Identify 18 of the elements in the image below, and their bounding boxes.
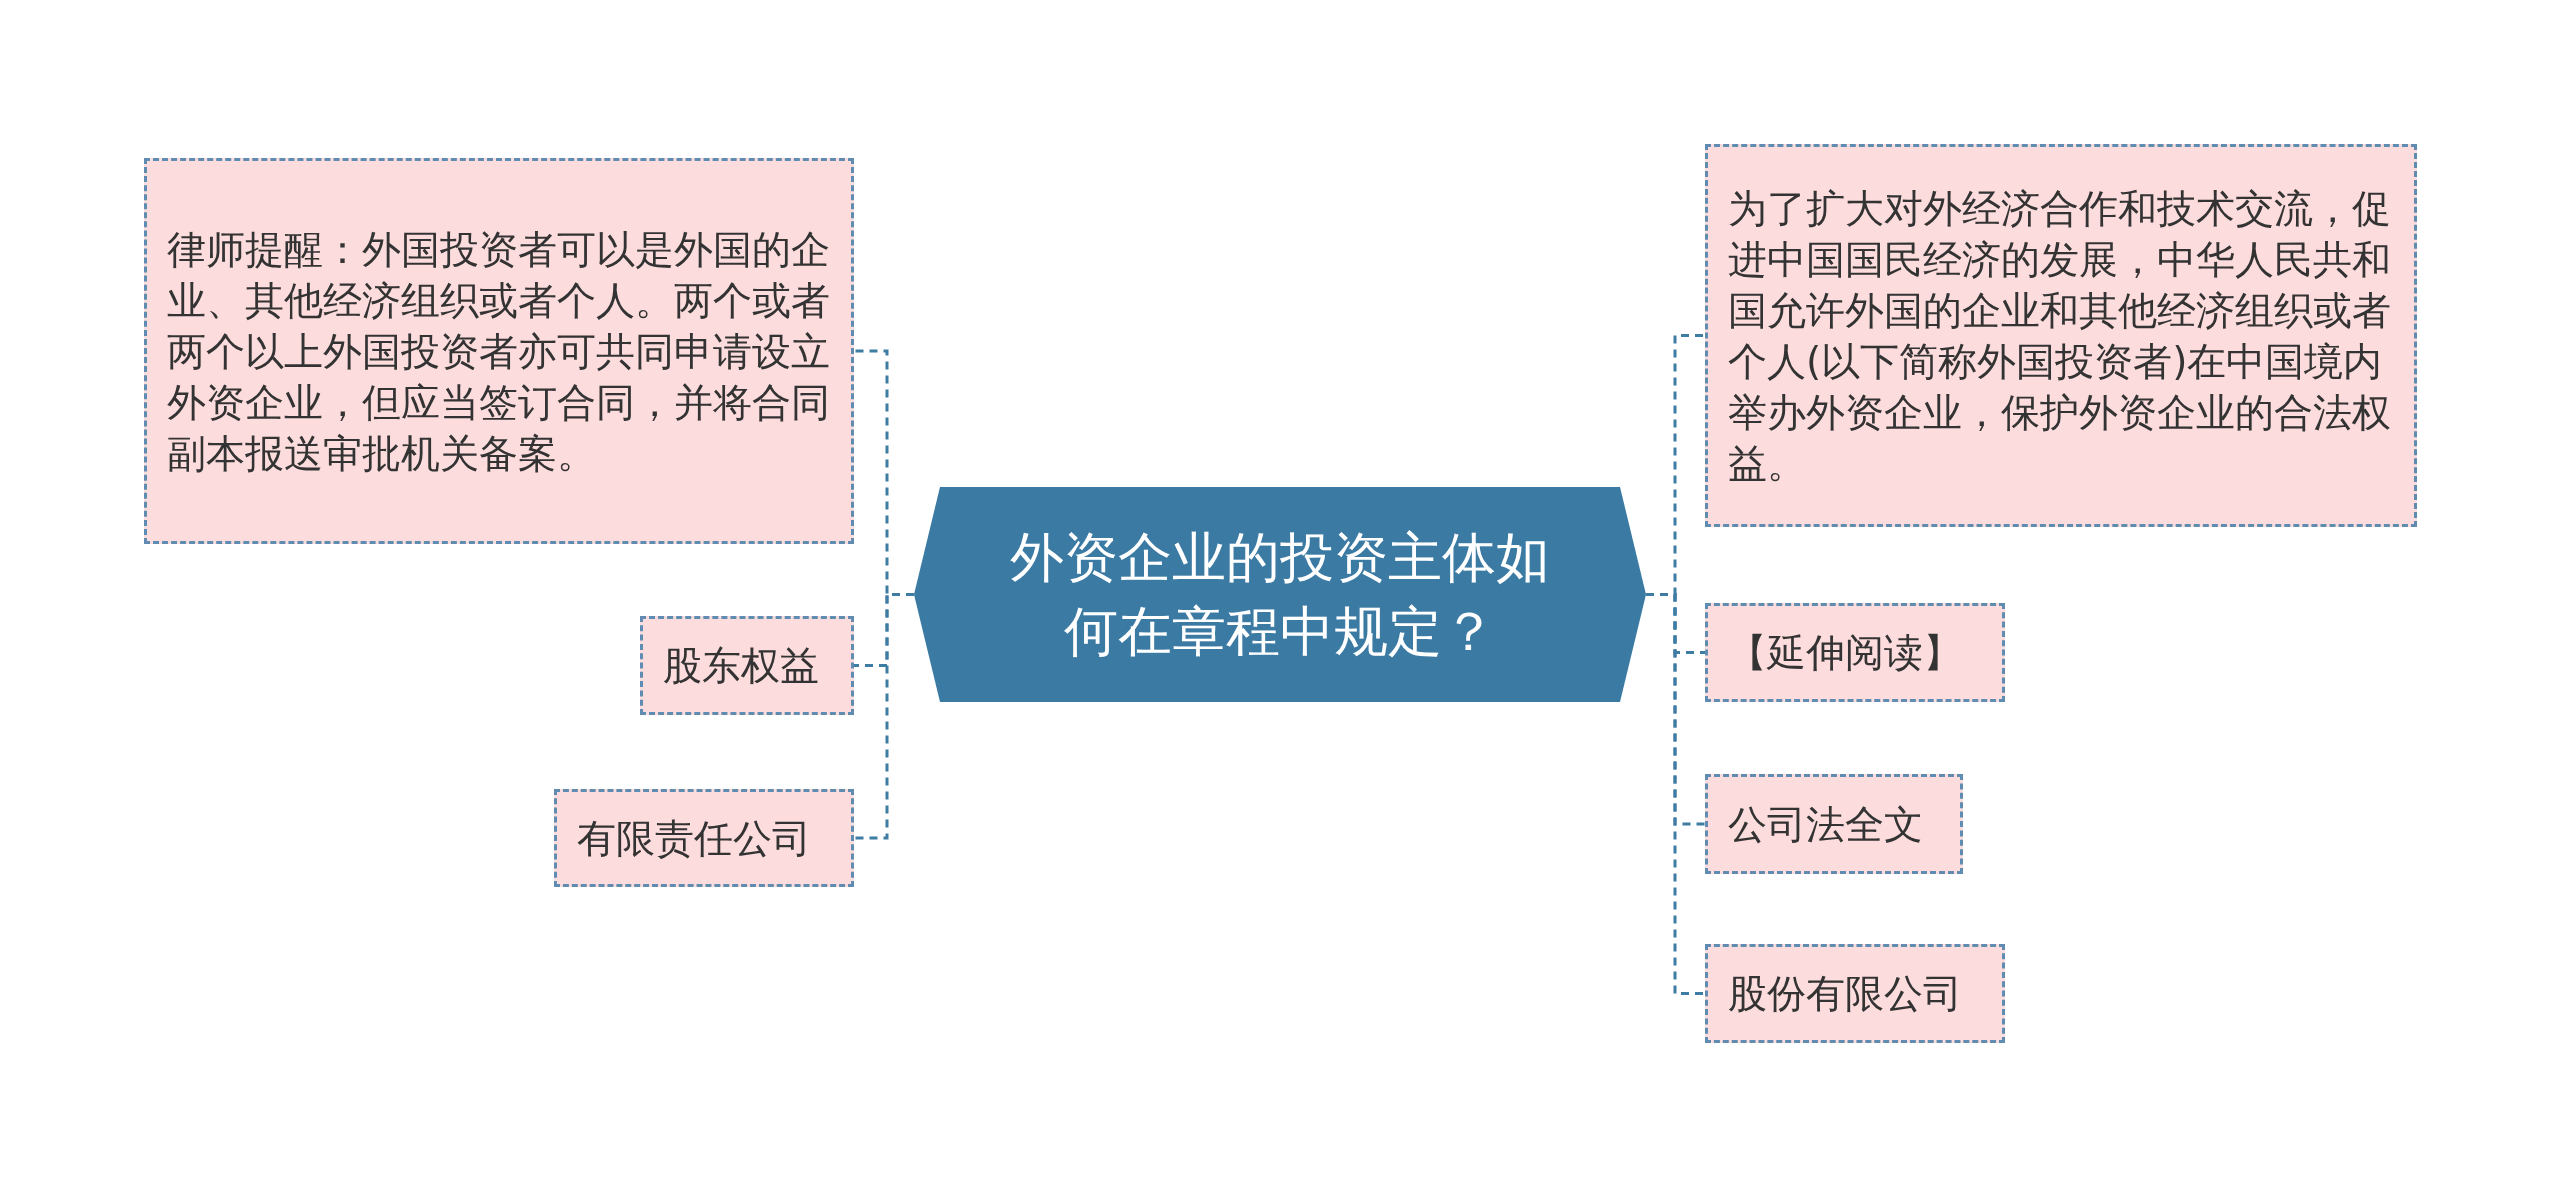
topic-text: 外资企业的投资主体如何在章程中规定？ (1009, 524, 1551, 665)
topic-text: 股份有限公司 (1728, 970, 1963, 1018)
topic-box (1705, 774, 1963, 874)
connector-line (1646, 593, 1705, 995)
topic-text: 【延伸阅读】 (1728, 629, 1963, 677)
topic-box (554, 789, 854, 887)
topic-hexagon (914, 487, 1646, 702)
topic-text: 股东权益 (663, 642, 820, 690)
topic-box (144, 158, 854, 544)
topic-text: 公司法全文 (1728, 800, 1924, 849)
topic-box (1705, 944, 2005, 1043)
topic-text: 为了扩大对外经济合作和技术交流，促进中国国民经济的发展，中华人民共和国允许外国的企业和其他经济组织或者个人(以下简称外国投资者)在中国境内举办外资企业，保护外资企业的合法权益。 (1728, 184, 2392, 488)
topic-box (640, 616, 854, 715)
topic-box (1705, 144, 2417, 527)
connector-line (854, 593, 914, 840)
topic-text: 律师提醒：外国投资者可以是外国的企业、其他经济组织或者个人。两个或者两个以上外国投资者亦可共同申请设立外资企业，但应当签订合同，并将合同副本报送审批机关备案。 (167, 225, 831, 478)
topic-text: 有限责任公司 (577, 814, 812, 863)
topic-box (1705, 603, 2005, 702)
